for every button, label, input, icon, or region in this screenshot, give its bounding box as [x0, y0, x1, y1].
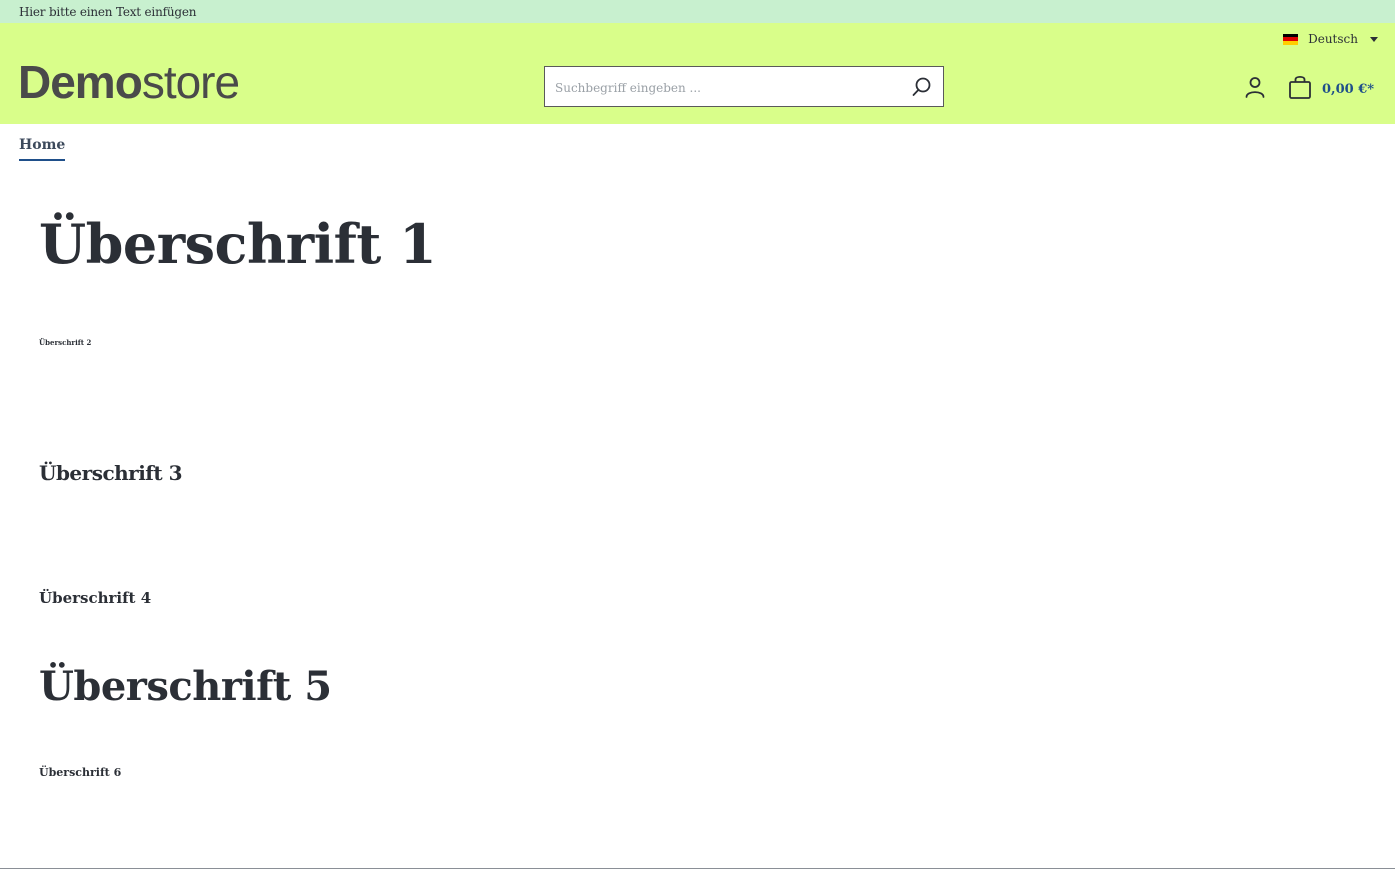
cart-total: 0,00 €*: [1322, 81, 1375, 97]
search-bar: [544, 66, 944, 108]
cart-button[interactable]: 0,00 €*: [1288, 74, 1374, 104]
footer-divider: [0, 868, 1395, 869]
heading-5: Überschrift 5: [39, 663, 332, 710]
shopping-bag-icon: [1288, 74, 1312, 104]
breadcrumb-home[interactable]: Home: [19, 137, 66, 161]
user-icon[interactable]: [1243, 75, 1267, 99]
german-flag-icon: [1283, 33, 1299, 45]
heading-3: Überschrift 3: [39, 461, 183, 485]
chevron-down-icon: [1370, 36, 1378, 42]
heading-2: Überschrift 2: [39, 338, 92, 347]
heading-6: Überschrift 6: [39, 766, 122, 779]
top-bar-text: Hier bitte einen Text einfügen: [19, 5, 197, 19]
logo[interactable]: Demostore: [18, 56, 240, 108]
heading-4: Überschrift 4: [39, 589, 152, 607]
language-label: Deutsch: [1308, 32, 1358, 46]
search-icon[interactable]: [911, 76, 933, 98]
top-bar: Hier bitte einen Text einfügen: [0, 0, 1395, 23]
logo-light-text: store: [141, 56, 240, 108]
search-input[interactable]: [553, 67, 907, 108]
language-switcher[interactable]: Deutsch: [1283, 32, 1378, 46]
heading-1: Überschrift 1: [39, 212, 437, 276]
logo-bold-text: Demo: [18, 56, 143, 108]
header: Deutsch Demostore 0,00 €*: [0, 23, 1395, 124]
